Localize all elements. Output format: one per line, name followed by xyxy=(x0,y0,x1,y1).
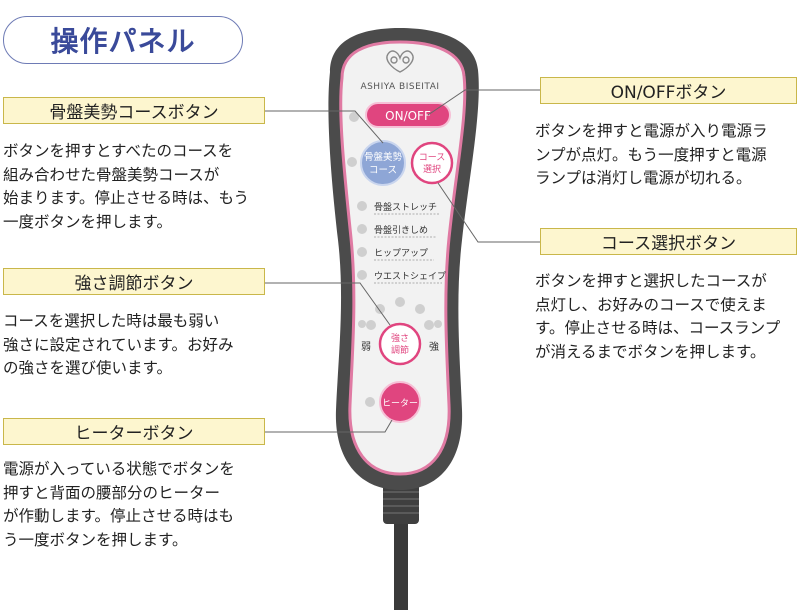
desc-line: ボタンを押すと電源が入り電源ラ xyxy=(535,122,768,140)
label-onoff-button: ON/OFFボタン xyxy=(540,77,797,104)
label-course-select-button: コース選択ボタン xyxy=(540,228,797,255)
course-item-4: ウエストシェイプ xyxy=(374,271,446,282)
strength-lamp-left xyxy=(358,320,366,328)
brand-logo-icon xyxy=(386,50,414,73)
desc-strength: コースを選択した時は最も弱い 強さに設定されています。お好み の強さを選び使いま… xyxy=(3,310,273,381)
course-select-button[interactable] xyxy=(410,141,454,185)
course-lamp-4 xyxy=(357,270,367,280)
strength-label-2: 調節 xyxy=(391,344,409,356)
desc-course-select: ボタンを押すと選択したコースが 点灯し、お好みのコースで使えま す。停止させる時… xyxy=(535,270,800,364)
course-lamp-3 xyxy=(357,247,367,257)
desc-line: 点灯し、お好みのコースで使えま xyxy=(535,295,767,314)
course-lamp xyxy=(347,157,357,167)
desc-line: 始まります。停止させる時は、もう xyxy=(3,189,249,207)
pelvic-course-label-2: コース xyxy=(369,165,397,176)
desc-line: コースを選択した時は最も弱い xyxy=(3,312,220,330)
course-list: 骨盤ストレッチ 骨盤引きしめ ヒップアップ ウエストシェイプ xyxy=(357,201,446,284)
desc-line: 一度ボタンを押します。 xyxy=(3,212,172,231)
course-item-3: ヒップアップ xyxy=(374,248,428,259)
strength-button[interactable] xyxy=(378,322,422,366)
cable xyxy=(394,520,408,610)
heater-lamp xyxy=(365,397,375,407)
label-pelvic-course-button: 骨盤美勢コースボタン xyxy=(3,97,265,124)
course-select-label-2: 選択 xyxy=(423,163,441,175)
desc-line: 押すと背面の腰部分のヒーター xyxy=(3,483,221,502)
course-item-2: 骨盤引きしめ xyxy=(374,224,428,236)
page-title: 操作パネル xyxy=(3,16,243,64)
desc-line: が作動します。停止させる時はも xyxy=(3,507,234,525)
desc-pelvic-course: ボタンを押すとすべたのコースを 組み合わせた骨盤美勢コースが 始まります。停止さ… xyxy=(3,140,273,234)
label-strength-button: 強さ調節ボタン xyxy=(3,268,265,295)
desc-line: う一度ボタンを押します。 xyxy=(3,530,188,549)
desc-line: ランプは消灯し電源が切れる。 xyxy=(535,169,752,187)
desc-line: ンプが点灯。もう一度押すと電源 xyxy=(535,145,767,164)
onoff-button[interactable] xyxy=(365,102,451,128)
weak-label: 弱 xyxy=(361,341,371,353)
strength-label-1: 強さ xyxy=(391,332,409,344)
desc-line: 電源が入っている状態でボタンを xyxy=(3,460,235,478)
course-select-label-1: コース xyxy=(419,153,446,163)
course-lamp-1 xyxy=(357,201,367,211)
desc-line: 強さに設定されています。お好み xyxy=(3,335,234,354)
strength-lamp-right xyxy=(434,320,442,328)
heater-button-label: ヒーター xyxy=(382,398,418,409)
power-lamp xyxy=(349,112,359,122)
label-heater-button: ヒーターボタン xyxy=(3,418,265,445)
pelvic-course-button[interactable] xyxy=(360,140,406,186)
course-lamp-2 xyxy=(357,224,367,234)
desc-line: ボタンを押すとすべたのコースを xyxy=(3,142,234,160)
desc-line: の強さを選び使います。 xyxy=(3,359,172,377)
onoff-button-label: ON/OFF xyxy=(385,109,431,123)
strong-label: 強 xyxy=(429,340,439,353)
strength-lamps xyxy=(366,297,434,330)
brand-name: ASHIYA BISEITAI xyxy=(360,82,439,92)
heater-button[interactable] xyxy=(379,381,421,423)
course-item-1: 骨盤ストレッチ xyxy=(374,201,437,213)
desc-line: す。停止させる時は、コースランプ xyxy=(535,319,781,337)
desc-heater: 電源が入っている状態でボタンを 押すと背面の腰部分のヒーター が作動します。停止… xyxy=(3,458,273,552)
desc-line: ボタンを押すと選択したコースが xyxy=(535,272,767,290)
desc-onoff: ボタンを押すと電源が入り電源ラ ンプが点灯。もう一度押すと電源 ランプは消灯し電… xyxy=(535,120,800,191)
pelvic-course-label-1: 骨盤美勢 xyxy=(364,151,403,163)
desc-line: 組み合わせた骨盤美勢コースが xyxy=(3,165,220,184)
leader-lines xyxy=(265,89,540,433)
desc-line: が消えるまでボタンを押します。 xyxy=(535,342,766,361)
